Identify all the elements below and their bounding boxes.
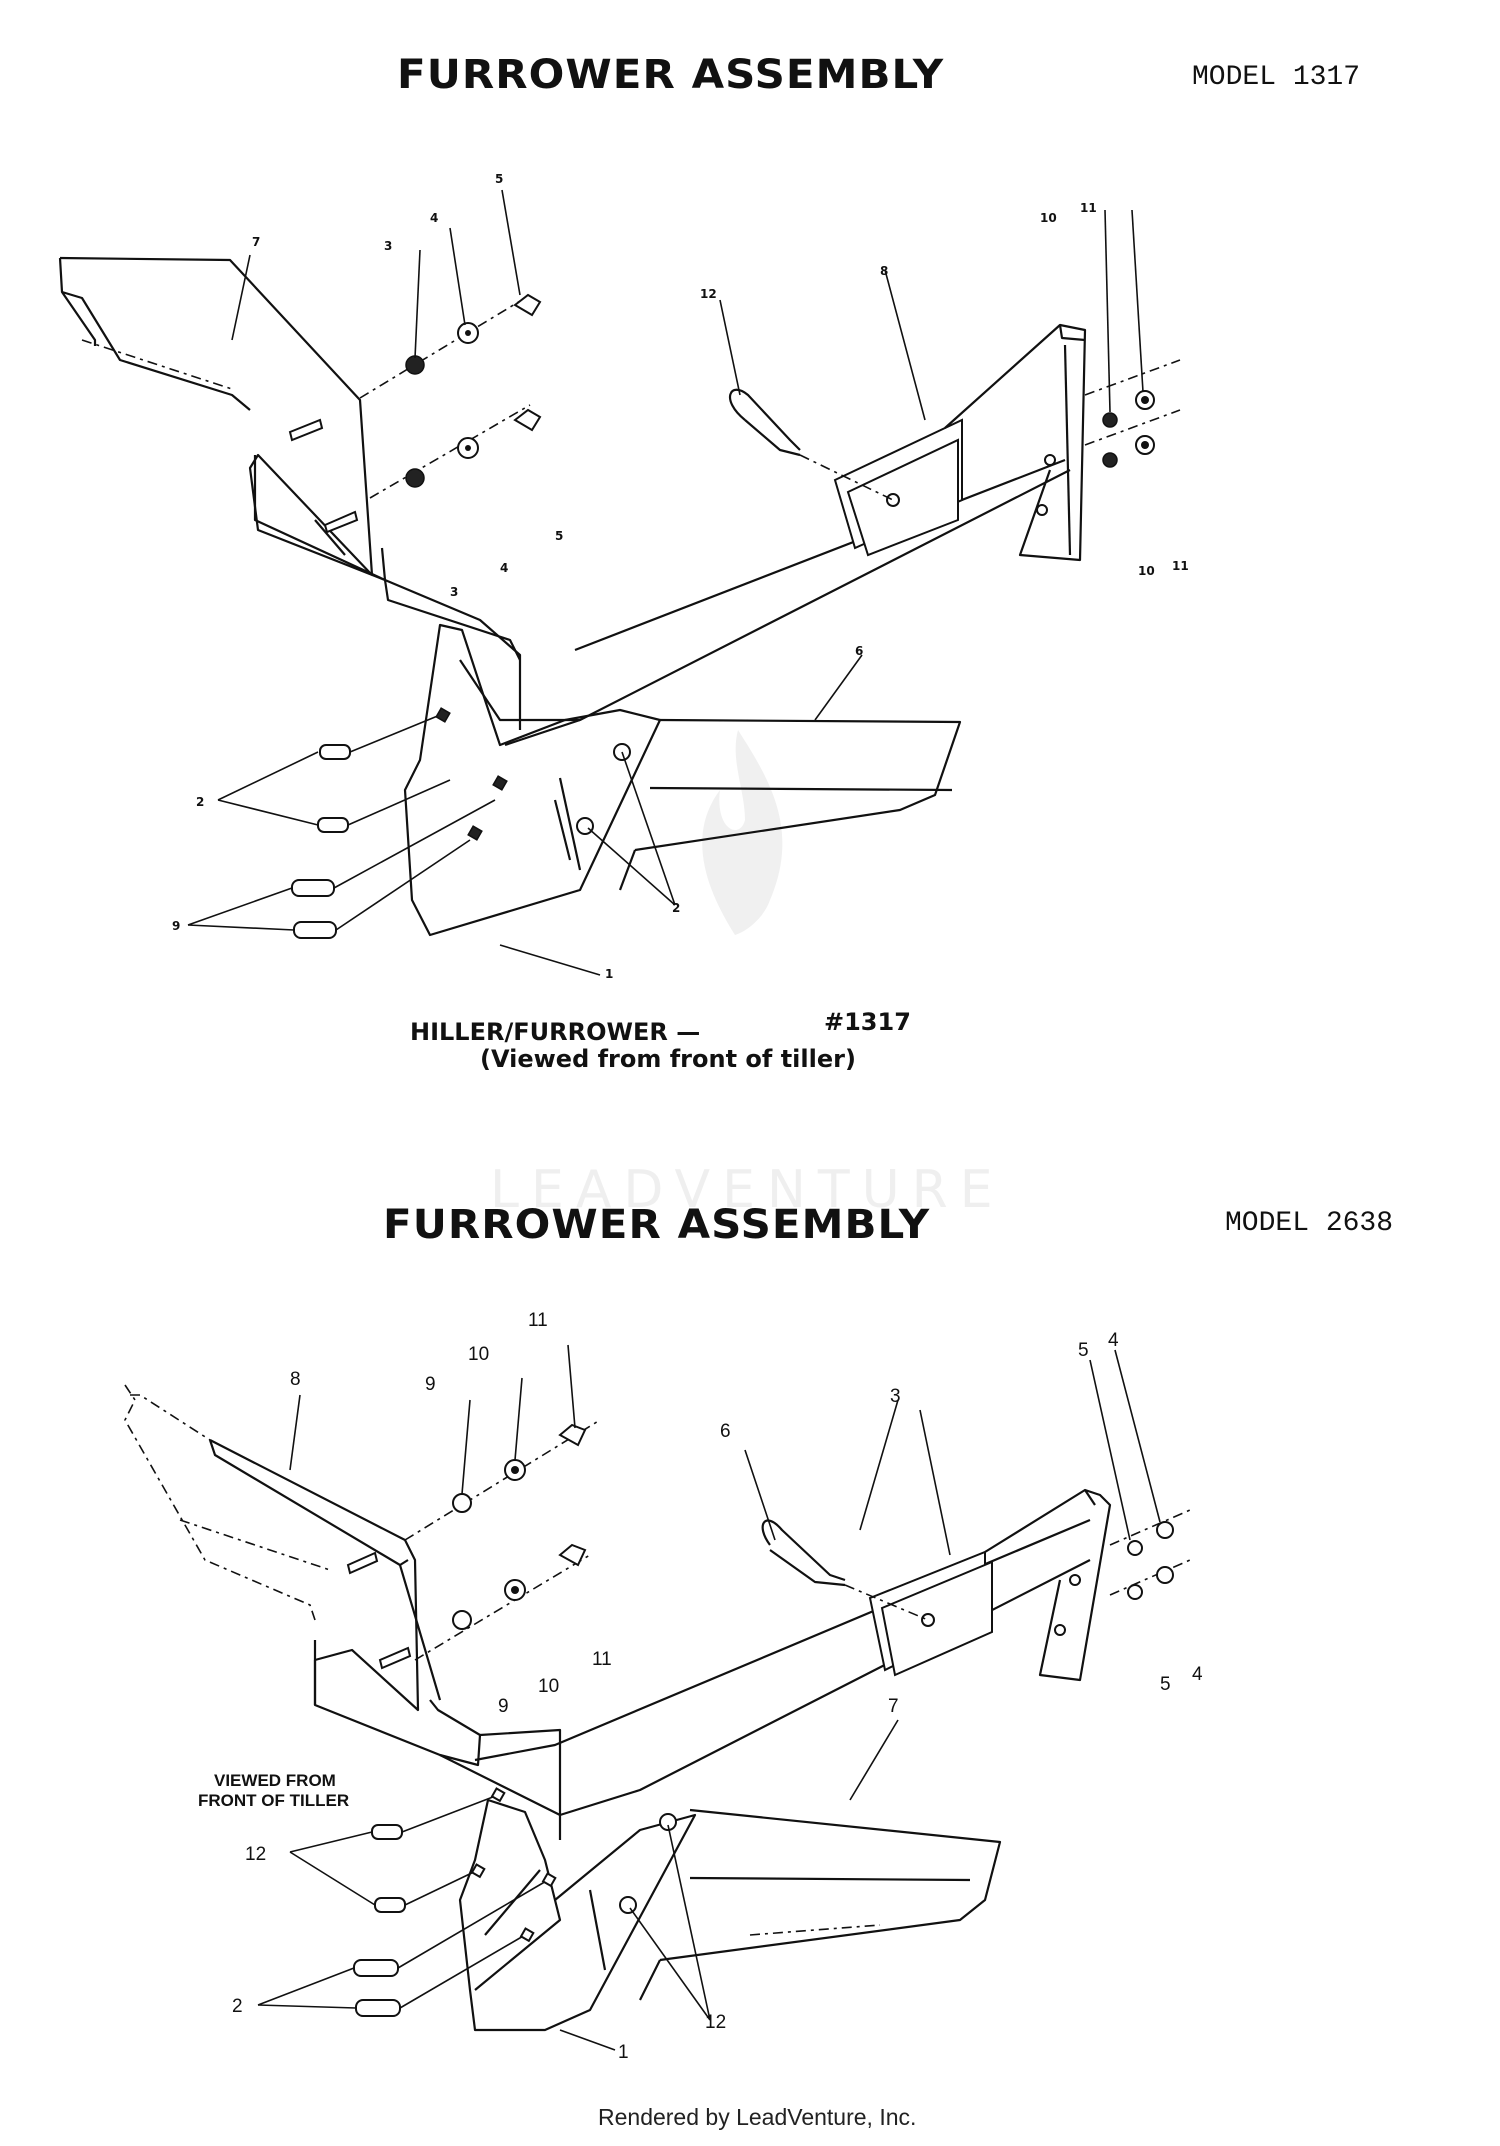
callout2-6: 6 bbox=[720, 1421, 731, 1442]
callout2-10: 10 bbox=[468, 1344, 489, 1365]
bolt-9-upper bbox=[291, 799, 496, 897]
bolt-2-upper bbox=[319, 714, 441, 760]
callout2-12b: 12 bbox=[705, 2012, 726, 2033]
callout2-2: 2 bbox=[232, 1996, 243, 2017]
diagram-model-1317: 7 3 4 5 3 4 5 12 8 10 11 10 11 6 2 9 2 1 bbox=[58, 172, 1189, 981]
bolt-2-lower-b bbox=[355, 1934, 526, 2017]
callout2-3: 3 bbox=[890, 1386, 901, 1407]
callout-2b: 2 bbox=[672, 901, 680, 915]
callout-1: 1 bbox=[605, 967, 613, 981]
callout2-11b: 11 bbox=[592, 1649, 612, 1670]
callout-5: 5 bbox=[495, 172, 503, 186]
callout-12: 12 bbox=[700, 287, 717, 301]
section1-title: FURROWER ASSEMBLY bbox=[397, 52, 945, 98]
section2-title: FURROWER ASSEMBLY bbox=[383, 1202, 931, 1248]
callout-6: 6 bbox=[855, 644, 863, 658]
callout-10: 10 bbox=[1040, 211, 1057, 225]
hitch-pin-12 bbox=[728, 388, 894, 501]
view-note-line1: VIEWED FROM bbox=[214, 1771, 336, 1790]
footer-credit: Rendered by LeadVenture, Inc. bbox=[598, 2104, 917, 2130]
callout2-4b: 4 bbox=[1192, 1664, 1203, 1685]
callout2-5b: 5 bbox=[1160, 1674, 1171, 1695]
callout2-4: 4 bbox=[1108, 1330, 1119, 1351]
callout-9: 9 bbox=[172, 919, 180, 933]
callout-5b: 5 bbox=[555, 529, 563, 543]
callout-3: 3 bbox=[384, 239, 392, 253]
callout-4: 4 bbox=[430, 211, 438, 225]
callout2-1: 1 bbox=[618, 2042, 629, 2063]
callout-7: 7 bbox=[252, 235, 260, 249]
section1-caption-line1: HILLER/FURROWER — bbox=[410, 1018, 701, 1046]
callout-11b: 11 bbox=[1172, 559, 1189, 573]
callout-10b: 10 bbox=[1138, 564, 1155, 578]
bolt-12-upper bbox=[371, 1794, 499, 1840]
callout2-12: 12 bbox=[245, 1844, 266, 1865]
callout2-7: 7 bbox=[888, 1696, 899, 1717]
callout2-11: 11 bbox=[528, 1310, 548, 1331]
section1-caption-number: #1317 bbox=[824, 1008, 911, 1036]
callout-2: 2 bbox=[196, 795, 204, 809]
section1-caption-line2: (Viewed from front of tiller) bbox=[480, 1045, 856, 1073]
callout2-8: 8 bbox=[290, 1369, 301, 1390]
callout-4b: 4 bbox=[500, 561, 508, 575]
section1-model: MODEL 1317 bbox=[1192, 62, 1361, 93]
callout-8: 8 bbox=[880, 264, 888, 278]
callout2-9: 9 bbox=[425, 1374, 436, 1395]
callout2-5: 5 bbox=[1078, 1340, 1089, 1361]
watermark-text: LEADVENTURE bbox=[490, 1160, 1005, 1220]
view-note-line2: FRONT OF TILLER bbox=[198, 1791, 349, 1810]
hitch-pin-6 bbox=[761, 1519, 929, 1621]
bolt-2-lower bbox=[317, 779, 451, 833]
callout2-9b: 9 bbox=[498, 1696, 509, 1717]
callout2-10b: 10 bbox=[538, 1676, 559, 1697]
callout-3b: 3 bbox=[450, 585, 458, 599]
section2-model: MODEL 2638 bbox=[1225, 1208, 1394, 1239]
callout-11: 11 bbox=[1080, 201, 1097, 215]
